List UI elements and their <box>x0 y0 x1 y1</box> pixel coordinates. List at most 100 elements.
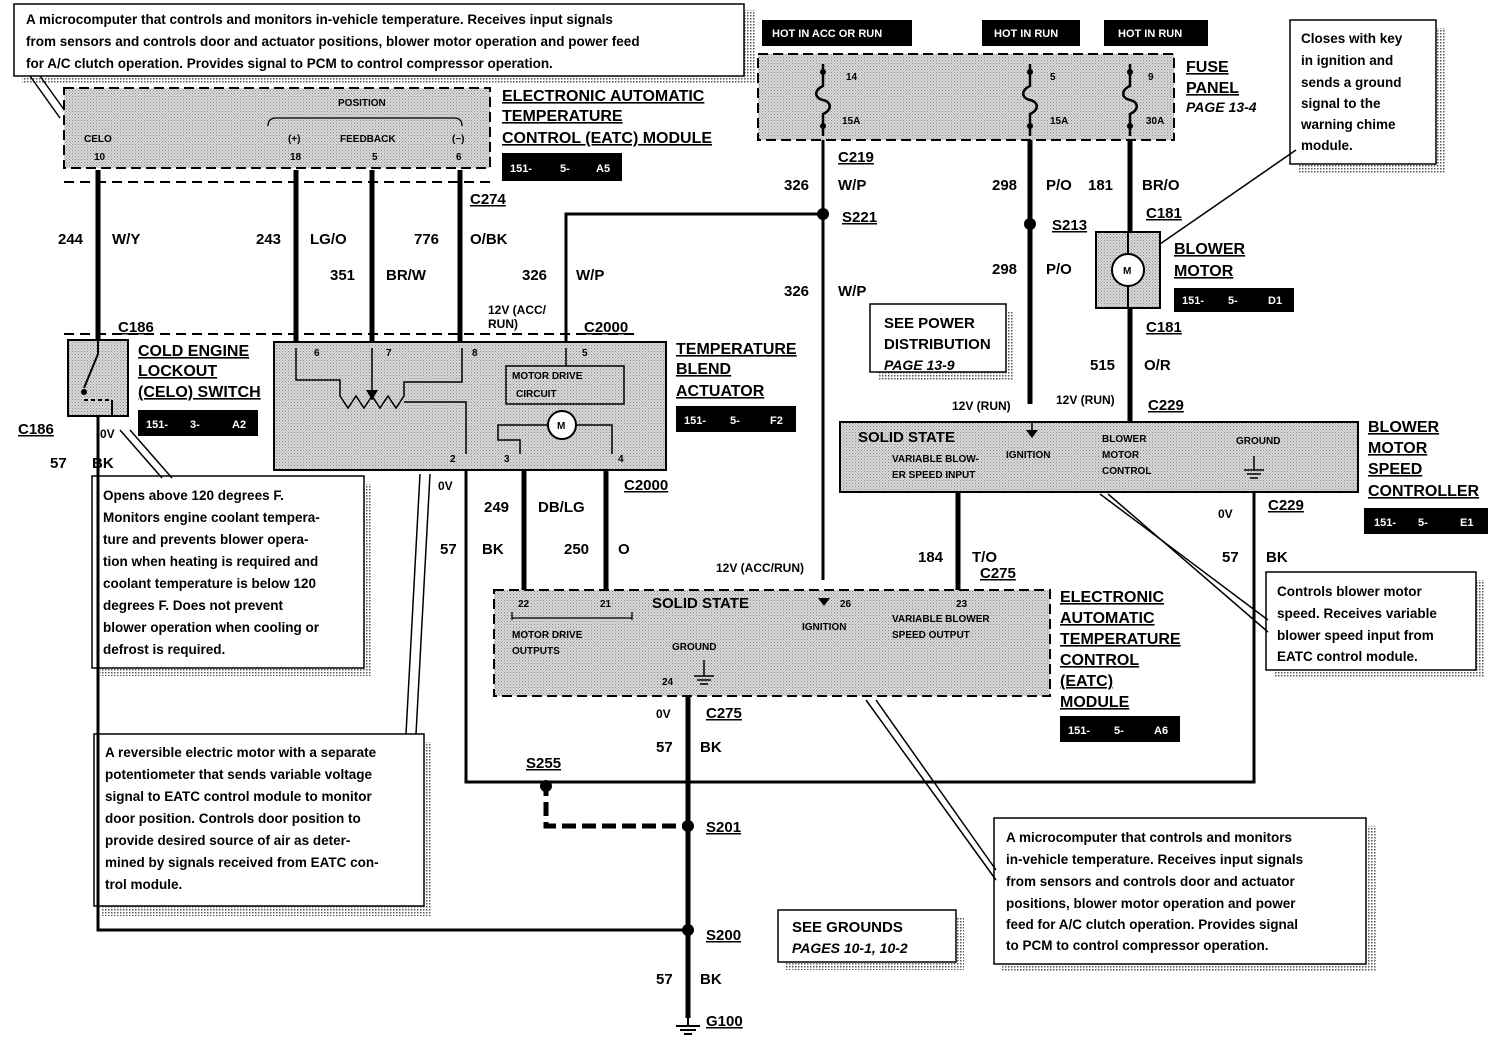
svg-text:8: 8 <box>472 348 478 359</box>
eatc-top-ref: 151- 5- A5 <box>502 153 622 181</box>
eatc-module-top: POSITION CELO (+) FEEDBACK (−) 10 18 5 6 <box>63 87 491 169</box>
connector-c275: C275 <box>706 705 742 722</box>
svg-text:F2: F2 <box>770 415 783 427</box>
splice-s200: S200 <box>706 927 741 944</box>
grounds-ref-page: PAGES 10-1, 10-2 <box>792 940 908 956</box>
connector-c229: C229 <box>1268 497 1304 514</box>
power-source-run: HOT IN RUN <box>982 20 1080 46</box>
pin-num: 5 <box>372 152 378 163</box>
blower-motor-title: BLOWER <box>1174 241 1246 258</box>
celo-ref: 151- 3- A2 <box>138 410 258 436</box>
ground-g100: G100 <box>706 1013 743 1030</box>
feedback-label: FEEDBACK <box>340 134 396 145</box>
svg-text:24: 24 <box>662 677 674 688</box>
note-celo-line: tion when heating is required and <box>103 554 318 569</box>
svg-text:326: 326 <box>784 283 809 300</box>
note-celo-line: coolant temperature is below 120 <box>103 576 316 591</box>
eatc-bottom-title: (EATC) <box>1060 673 1113 690</box>
svg-text:23: 23 <box>956 599 968 610</box>
solid-state-label: SOLID STATE <box>858 429 955 446</box>
splice-s213: S213 <box>1052 217 1087 234</box>
svg-text:151-: 151- <box>1068 725 1090 737</box>
note-celo: Opens above 120 degrees F. Monitors engi… <box>91 475 372 676</box>
note-key-line: sends a ground <box>1301 75 1402 90</box>
svg-text:151-: 151- <box>1182 295 1204 307</box>
svg-text:151-: 151- <box>146 419 168 431</box>
svg-text:GROUND: GROUND <box>1236 436 1280 447</box>
blower-motor: M <box>1095 231 1161 309</box>
svg-text:W/P: W/P <box>838 177 866 194</box>
svg-text:776: 776 <box>414 231 439 248</box>
svg-text:298: 298 <box>992 177 1017 194</box>
connector-c219: C219 <box>838 149 874 166</box>
note-key-line: Closes with key <box>1301 31 1403 46</box>
svg-text:515: 515 <box>1090 357 1115 374</box>
note-actuator: A reversible electric motor with a separ… <box>93 733 432 916</box>
svg-text:326: 326 <box>522 267 547 284</box>
svg-text:2: 2 <box>450 454 456 465</box>
celo-title: COLD ENGINE <box>138 343 249 360</box>
svg-text:5: 5 <box>582 348 588 359</box>
svg-text:IGNITION: IGNITION <box>1006 450 1050 461</box>
note-top-line: A microcomputer that controls and monito… <box>26 12 613 27</box>
svg-text:BK: BK <box>700 971 722 988</box>
svg-text:5-: 5- <box>1418 517 1428 529</box>
note-blower: Controls blower motor speed. Receives va… <box>1265 571 1484 678</box>
note-key-line: signal to the <box>1301 96 1381 111</box>
note-eatc-line: from sensors and controls door and actua… <box>1006 874 1296 889</box>
svg-text:298: 298 <box>992 261 1017 278</box>
svg-text:57: 57 <box>50 455 67 472</box>
svg-text:151-: 151- <box>684 415 706 427</box>
voltage-label: 0V <box>100 427 115 441</box>
motor-drive-label: MOTOR DRIVE <box>512 371 583 382</box>
note-celo-line: Opens above 120 degrees F. <box>103 488 284 503</box>
eatc-bottom-title: TEMPERATURE <box>1060 631 1181 648</box>
eatc-top-title: TEMPERATURE <box>502 108 623 125</box>
position-label: POSITION <box>338 98 386 109</box>
controller-title: BLOWER <box>1368 419 1440 436</box>
wire-paths <box>64 140 1256 1018</box>
svg-text:3: 3 <box>504 454 510 465</box>
svg-text:A5: A5 <box>596 163 610 175</box>
fuse-panel: 14 5 9 15A 15A 30A <box>757 53 1175 141</box>
note-celo-line: blower operation when cooling or <box>103 620 320 635</box>
svg-text:BK: BK <box>92 455 114 472</box>
svg-text:HOT IN ACC OR RUN: HOT IN ACC OR RUN <box>772 28 882 40</box>
connector-c186: C186 <box>18 421 54 438</box>
note-celo-line: degrees F. Does not prevent <box>103 598 284 613</box>
celo-pin-label: CELO <box>84 134 112 145</box>
note-actuator-line: A reversible electric motor with a separ… <box>105 745 377 760</box>
svg-text:BR/O: BR/O <box>1142 177 1180 194</box>
controller-ref: 151- 5- E1 <box>1364 508 1488 534</box>
fuse-panel-title: FUSE <box>1186 59 1229 76</box>
voltage-label: 12V (ACC/RUN) <box>716 561 804 575</box>
svg-text:W/Y: W/Y <box>112 231 140 248</box>
voltage-label: 0V <box>656 707 671 721</box>
svg-text:BK: BK <box>482 541 504 558</box>
svg-text:5-: 5- <box>560 163 570 175</box>
svg-text:181: 181 <box>1088 177 1113 194</box>
note-eatc-line: in-vehicle temperature. Receives input s… <box>1006 852 1303 867</box>
svg-text:D1: D1 <box>1268 295 1282 307</box>
svg-text:GROUND: GROUND <box>672 642 716 653</box>
note-actuator-line: provide desired source of air as deter- <box>105 833 350 848</box>
svg-text:A6: A6 <box>1154 725 1168 737</box>
actuator-title: ACTUATOR <box>676 383 765 400</box>
svg-text:LG/O: LG/O <box>310 231 347 248</box>
voltage-label: 0V <box>1218 507 1233 521</box>
svg-text:ER SPEED INPUT: ER SPEED INPUT <box>892 470 975 481</box>
fuse-panel-title: PANEL <box>1186 80 1239 97</box>
connector-c186: C186 <box>118 319 154 336</box>
splice-s255: S255 <box>526 755 561 772</box>
fuse-num: 5 <box>1050 72 1056 83</box>
connector-c2000: C2000 <box>624 477 668 494</box>
note-key-line: warning chime <box>1300 117 1396 132</box>
controller-title: MOTOR <box>1368 440 1428 457</box>
celo-switch <box>67 339 129 417</box>
svg-text:A2: A2 <box>232 419 246 431</box>
actuator-title: TEMPERATURE <box>676 341 797 358</box>
svg-text:W/P: W/P <box>576 267 604 284</box>
eatc-bottom-title: CONTROL <box>1060 652 1139 669</box>
